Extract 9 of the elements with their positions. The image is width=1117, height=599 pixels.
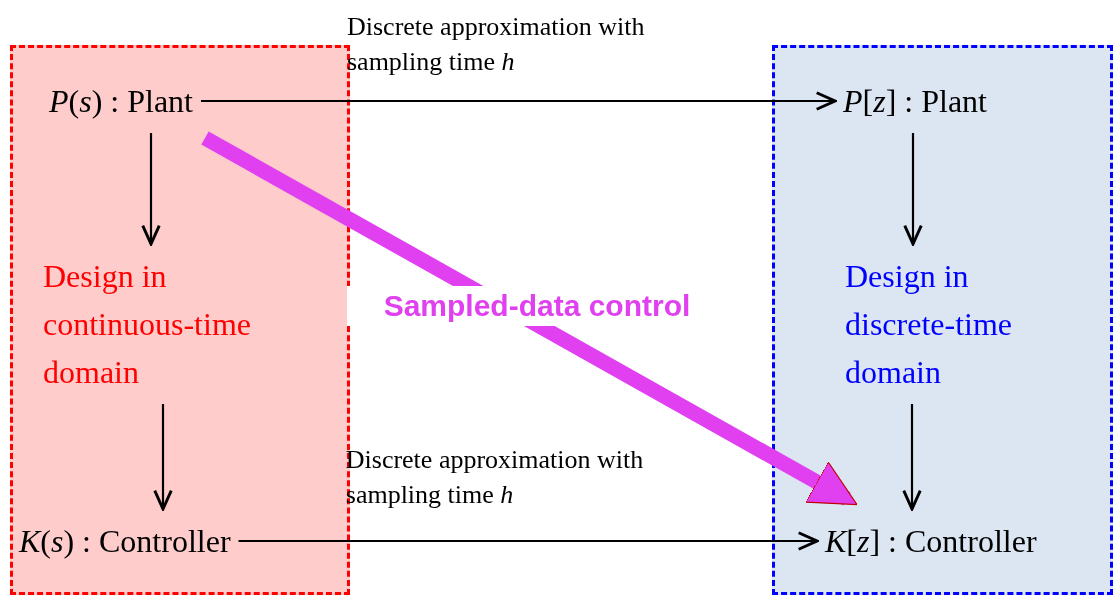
edge-label: Discrete approximation with sampling time h — [347, 11, 646, 79]
controller-label: K[z] : Controller — [825, 517, 1037, 565]
design-step-text: Design in continuous-time domain — [43, 252, 313, 396]
edge-label: Discrete approximation with sampling time h — [345, 444, 645, 512]
plant-label: P[z] : Plant — [843, 77, 987, 125]
design-step-text: Design in discrete-time domain — [845, 252, 1065, 396]
domain-panel — [772, 45, 1113, 595]
plant-label: P(s) : Plant — [49, 77, 193, 125]
controller-label: K(s) : Controller — [19, 517, 231, 565]
